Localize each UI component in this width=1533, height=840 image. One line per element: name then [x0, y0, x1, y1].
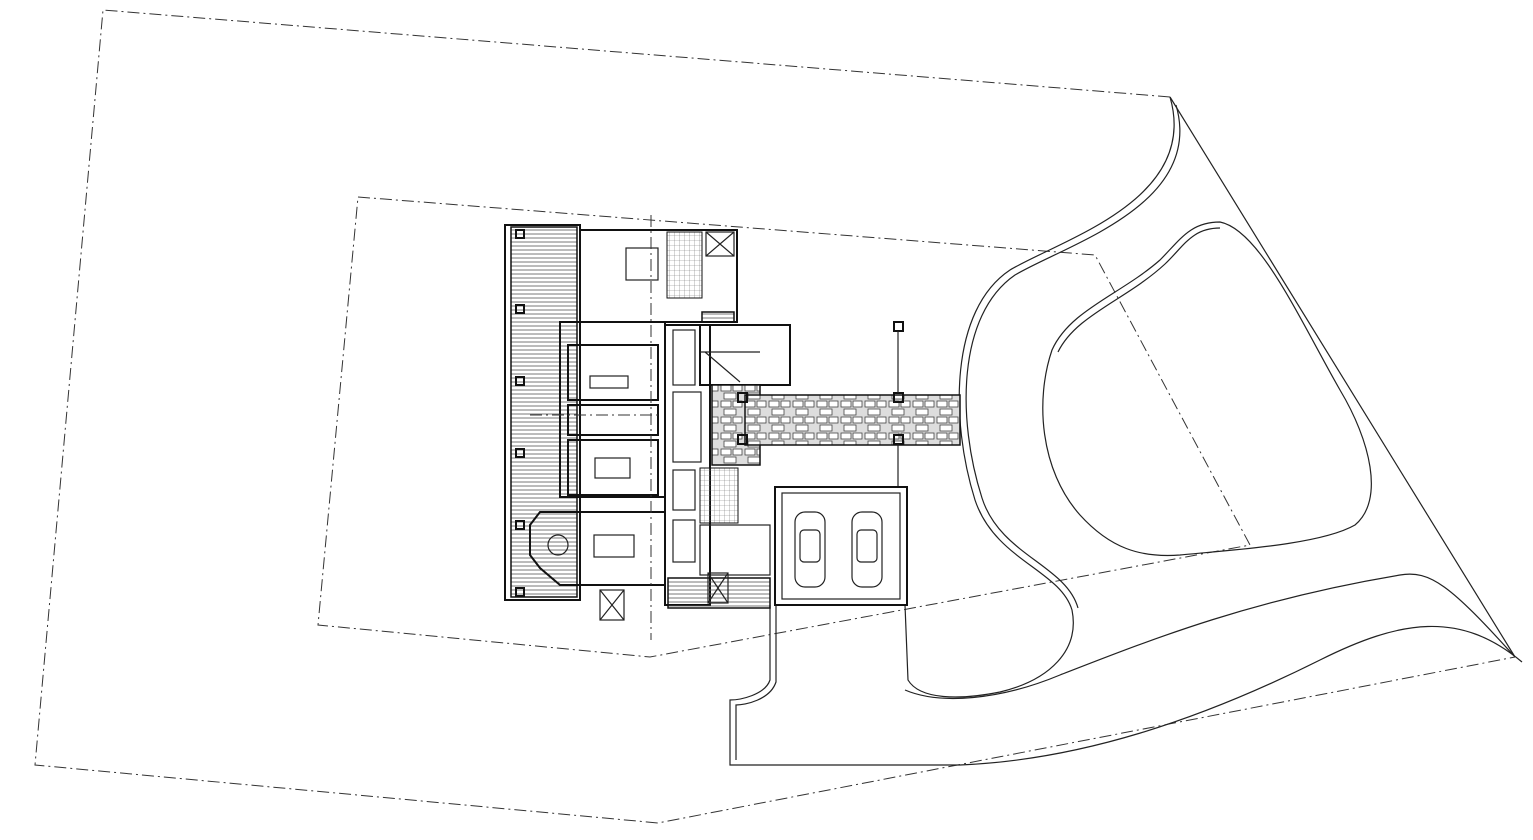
bathroom [666, 231, 703, 299]
staircase [699, 324, 791, 386]
car-icon [851, 511, 883, 588]
property-boundary [34, 9, 1516, 824]
setback-line [317, 196, 1251, 658]
hallway [567, 404, 659, 436]
corridor [664, 324, 711, 606]
bed [625, 247, 659, 281]
kitchen-island [593, 534, 635, 558]
sofa [589, 375, 629, 389]
garage [774, 486, 908, 606]
living-room [567, 344, 659, 401]
dining-table [594, 457, 631, 479]
terrace-columns [515, 229, 525, 597]
dining-room [567, 439, 659, 496]
entry-foyer [699, 524, 771, 576]
car-icon [794, 511, 826, 588]
driveway [729, 96, 1523, 766]
house-floor-plan [504, 224, 791, 621]
centre-lines [530, 215, 660, 640]
terrace-deck [510, 226, 578, 598]
breakfast-table [547, 534, 569, 556]
stone-walkway [744, 394, 961, 446]
pergola-posts [737, 321, 904, 487]
